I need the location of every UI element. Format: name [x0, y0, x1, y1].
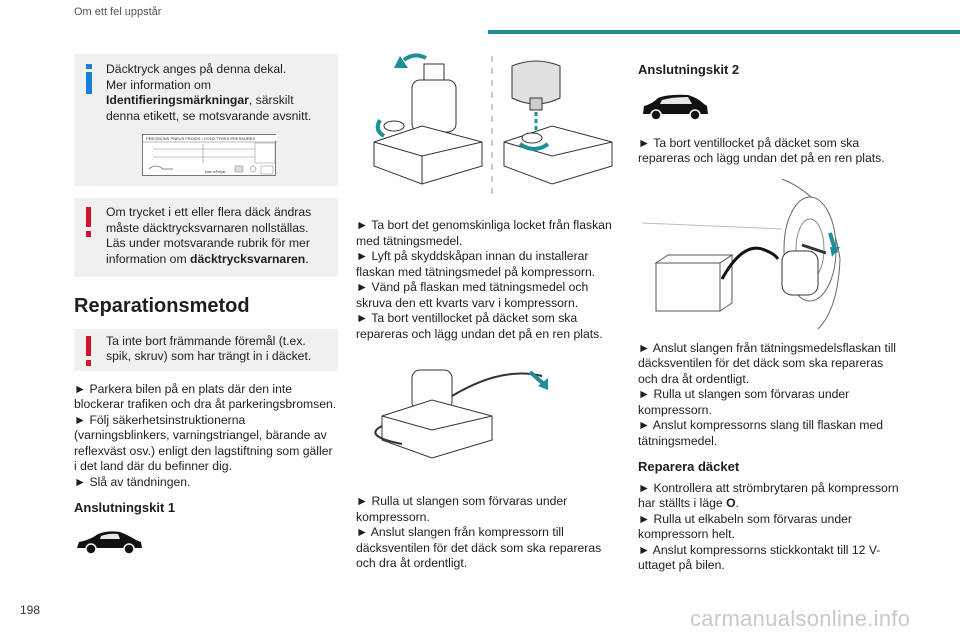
- info-line-1: Däcktryck anges på denna dekal.: [106, 62, 287, 76]
- kit2-heading: Anslutningskit 2: [638, 62, 740, 77]
- sticker-unit: bars mPa/psi: [205, 170, 226, 174]
- illustration-hose-unroll: [362, 356, 618, 476]
- sticker-header: PRESSIONS PNEUS FROIDS / COLD TYRES PRES…: [146, 136, 255, 141]
- step-ignition: ► Slå av tändningen.: [74, 474, 191, 489]
- step-park: ► Parkera bilen på en plats där den inte…: [74, 381, 337, 412]
- repair-heading: Reparera däcket: [638, 459, 740, 474]
- step-remove-cap: ► Ta bort det genomskinliga locket från …: [356, 218, 612, 248]
- step-safety: ► Följ säkerhetsinstruktionerna (varning…: [74, 412, 333, 474]
- step-plug-in: ► Anslut kompressorns stickkontakt till …: [638, 542, 881, 573]
- suv-silhouette-icon: [640, 92, 902, 122]
- info-note: Däcktryck anges på denna dekal. Mer info…: [74, 54, 338, 186]
- page-number: 198: [20, 603, 41, 617]
- step-turn-bottle: ► Vänd på flaskan med tätningsmedel och …: [356, 280, 589, 310]
- step-unroll-hose: ► Rulla ut slangen som förvaras under ko…: [356, 494, 568, 524]
- step-lift-cover: ► Lyft på skyddskåpan innan du installer…: [356, 249, 596, 279]
- step-connect-compressor-hose: ► Anslut kompressorns slang till flaskan…: [638, 418, 884, 448]
- header-accent-bar: [488, 30, 960, 34]
- warn2-text: Ta inte bort främmande föremål (t.ex. sp…: [106, 333, 312, 364]
- warn-text: Om trycket i ett eller flera däck ändras…: [106, 205, 312, 266]
- column-right: Anslutningskit 2 ► Ta bort ventillocket …: [638, 46, 902, 574]
- info-rest: , särskilt denna etikett, se motsvarande…: [106, 93, 312, 123]
- illustration-kit2-connection: [642, 178, 902, 329]
- step-remove-valve-cap: ► Ta bort ventillocket på däcket som ska…: [356, 311, 603, 341]
- car-silhouette-icon: [74, 528, 338, 556]
- step-connect-sealant-hose: ► Anslut slangen från tätningsmedelsflas…: [638, 340, 896, 386]
- step-check-switch: ► Kontrollera att strömbrytaren på kompr…: [638, 480, 899, 511]
- warning-note-foreign-object: Ta inte bort främmande föremål (t.ex. sp…: [74, 328, 338, 371]
- warn-end: .: [305, 251, 309, 266]
- step-connect-hose: ► Anslut slangen från kompressorn till d…: [356, 525, 602, 570]
- warning-icon: [86, 207, 91, 237]
- info-bold-term: Identifieringsmärkningar: [106, 93, 249, 107]
- step-unroll-hose-kit2: ► Rulla ut slangen som förvaras under ko…: [638, 387, 850, 417]
- running-header: Om ett fel uppstår: [74, 6, 162, 18]
- warning-icon: [86, 335, 91, 366]
- info-line-2: Mer information om: [106, 77, 211, 92]
- step-remove-valve-cap-kit2: ► Ta bort ventillocket på däcket som ska…: [638, 135, 885, 166]
- info-icon: [86, 64, 92, 94]
- kit1-heading: Anslutningskit 1: [74, 500, 176, 515]
- illustration-bottle-install: [364, 46, 618, 208]
- tyre-pressure-sticker-image: PRESSIONS PNEUS FROIDS / COLD TYRES PRES…: [142, 134, 277, 176]
- warning-note-pressure: Om trycket i ett eller flera däck ändras…: [74, 198, 338, 277]
- warn-bold: däcktrycksvarnaren: [190, 251, 306, 266]
- column-left: Däcktryck anges på denna dekal. Mer info…: [74, 54, 338, 556]
- watermark: carmanualsonline.info: [690, 606, 911, 631]
- section-title: Reparationsmetod: [74, 295, 250, 317]
- column-middle: ► Ta bort det genomskinliga locket från …: [356, 46, 618, 572]
- step-unroll-cable: ► Rulla ut elkabeln som förvaras under k…: [638, 511, 852, 542]
